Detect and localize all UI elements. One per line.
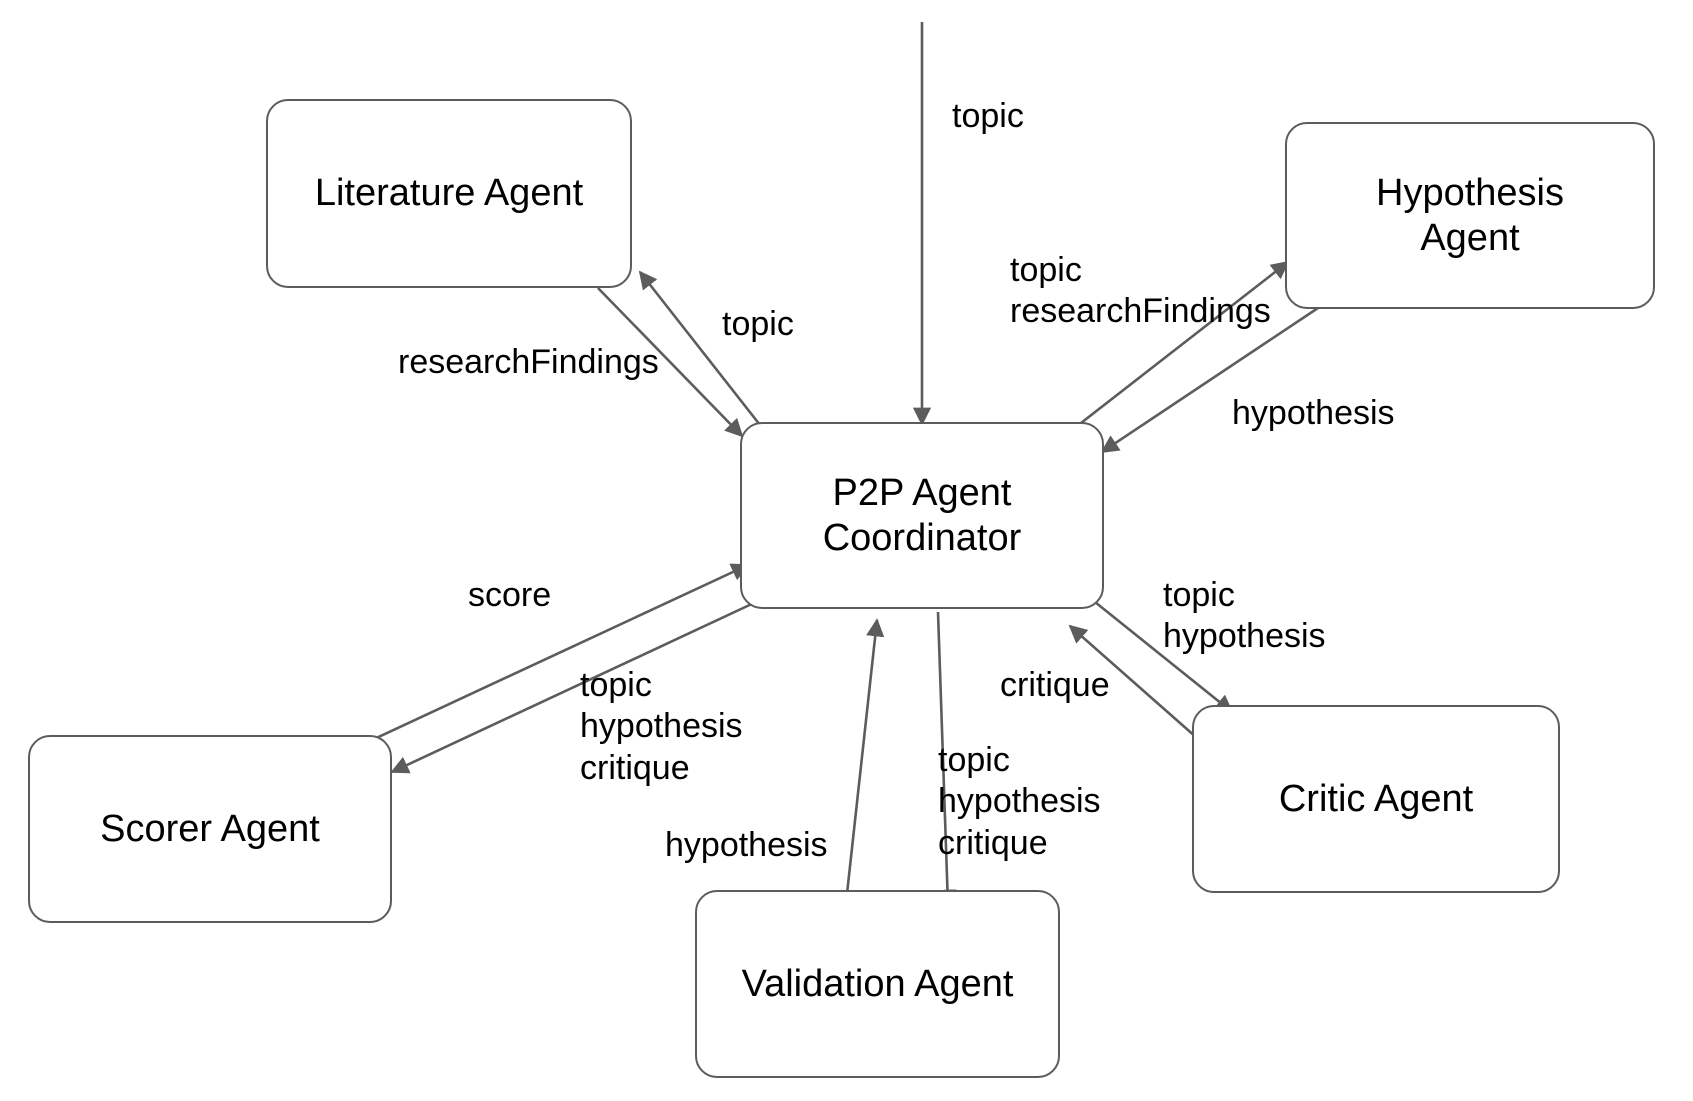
edge-label-literature-to-coordinator-research-findings: researchFindings [398,343,659,381]
node-hypothesis-agent[interactable]: Hypothesis Agent [1285,122,1655,309]
edge-hypothesis-to-coordinator [1100,298,1331,454]
node-scorer-agent[interactable]: Scorer Agent [28,735,392,923]
edge-label-scorer-to-coordinator-score: score [468,576,552,614]
edge-validation-to-coordinator [843,618,885,913]
edge-label-validation-to-coordinator-hypothesis: hypothesis [665,826,828,864]
edge-coordinator-to-critic [1089,596,1234,714]
edge-coordinator-to-validation [936,611,957,908]
edge-label-coordinator-to-hypothesis-payload: topic researchFindings [1010,251,1271,331]
node-critic-agent[interactable]: Critic Agent [1192,705,1560,893]
edge-label-coordinator-to-validation-payload: topic hypothesis critique [938,741,1101,862]
edge-label-hypothesis-to-coordinator-hypothesis: hypothesis [1232,394,1395,432]
node-p2p-agent-coordinator[interactable]: P2P Agent Coordinator [740,422,1104,609]
edge-label-coordinator-to-scorer-payload: topic hypothesis critique [580,666,743,787]
edge-label-external-topic: topic [952,97,1024,135]
node-literature-agent[interactable]: Literature Agent [266,99,632,288]
edge-critic-to-coordinator [1068,624,1206,746]
edge-literature-to-coordinator [597,287,744,438]
edge-coordinator-to-scorer [390,600,757,774]
node-validation-agent[interactable]: Validation Agent [695,890,1060,1078]
edge-label-critic-to-coordinator-critique: critique [1000,666,1110,704]
edge-scorer-to-coordinator [371,563,750,742]
edge-coordinator-to-hypothesis [1071,260,1290,432]
edge-label-coordinator-to-literature-topic: topic [722,305,794,343]
edge-coordinator-to-literature [638,270,762,426]
edge-label-coordinator-to-critic-payload: topic hypothesis [1163,576,1326,656]
